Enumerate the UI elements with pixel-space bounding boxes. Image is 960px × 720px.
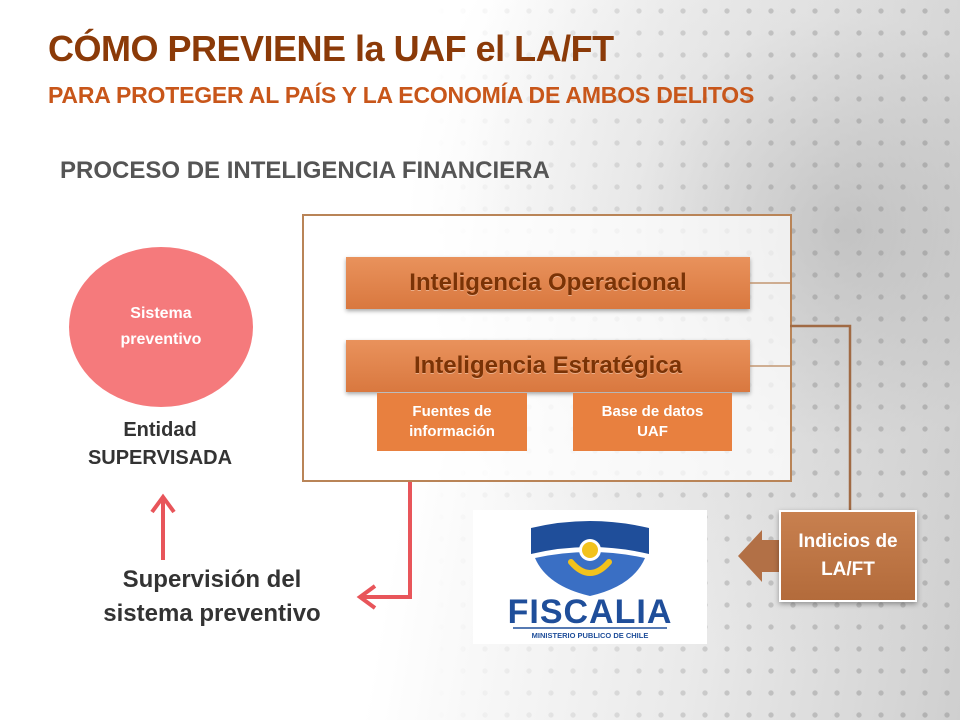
indicios-line2: LA/FT bbox=[821, 559, 875, 580]
fiscalia-logo-tagline: MINISTERIO PUBLICO DE CHILE bbox=[532, 631, 649, 640]
indicios-arrow bbox=[738, 530, 780, 582]
supervision-label: Supervisión del sistema preventivo bbox=[72, 563, 352, 631]
fiscalia-emblem-icon: FISCALIA MINISTERIO PUBLICO DE CHILE bbox=[508, 521, 673, 640]
information-sources-line2: información bbox=[409, 423, 495, 440]
uaf-database-line1: Base de datos bbox=[601, 403, 704, 420]
strategic-intelligence-bar: Inteligencia Estratégica bbox=[346, 340, 750, 392]
indicios-box: Indicios de LA/FT bbox=[779, 510, 917, 602]
supervision-arrowhead bbox=[356, 584, 377, 610]
fiscalia-logo-text: FISCALIA bbox=[508, 593, 673, 631]
indicios-bracket-line bbox=[790, 324, 852, 512]
supervised-entity-label: Entidad SUPERVISADA bbox=[60, 416, 260, 472]
uaf-database-box: Base de datos UAF bbox=[573, 393, 732, 451]
supervised-entity-line2: SUPERVISADA bbox=[87, 447, 233, 469]
information-sources-box: Fuentes de información bbox=[377, 393, 527, 451]
supervision-line2: sistema preventivo bbox=[103, 600, 321, 627]
uaf-database-line2: UAF bbox=[637, 423, 668, 440]
fiscalia-logo: FISCALIA MINISTERIO PUBLICO DE CHILE bbox=[473, 510, 707, 644]
preventive-system-line2: preventivo bbox=[120, 331, 202, 348]
preventive-system-circle: Sistema preventivo bbox=[69, 247, 253, 407]
preventive-system-line1: Sistema bbox=[130, 305, 192, 322]
supervision-line1: Supervisión del bbox=[122, 566, 302, 593]
information-sources-line1: Fuentes de bbox=[412, 403, 492, 420]
indicios-line1: Indicios de bbox=[798, 531, 898, 552]
slide-subtitle: PARA PROTEGER AL PAÍS Y LA ECONOMÍA DE A… bbox=[48, 82, 755, 108]
section-title: PROCESO DE INTELIGENCIA FINANCIERA bbox=[60, 157, 550, 184]
slide-title: CÓMO PREVIENE la UAF el LA/FT bbox=[48, 28, 614, 69]
operational-intelligence-bar: Inteligencia Operacional bbox=[346, 257, 750, 309]
supervision-up-arrowhead bbox=[150, 493, 176, 514]
supervised-entity-line1: Entidad bbox=[123, 419, 197, 441]
frame-to-supervision-line bbox=[362, 482, 412, 599]
